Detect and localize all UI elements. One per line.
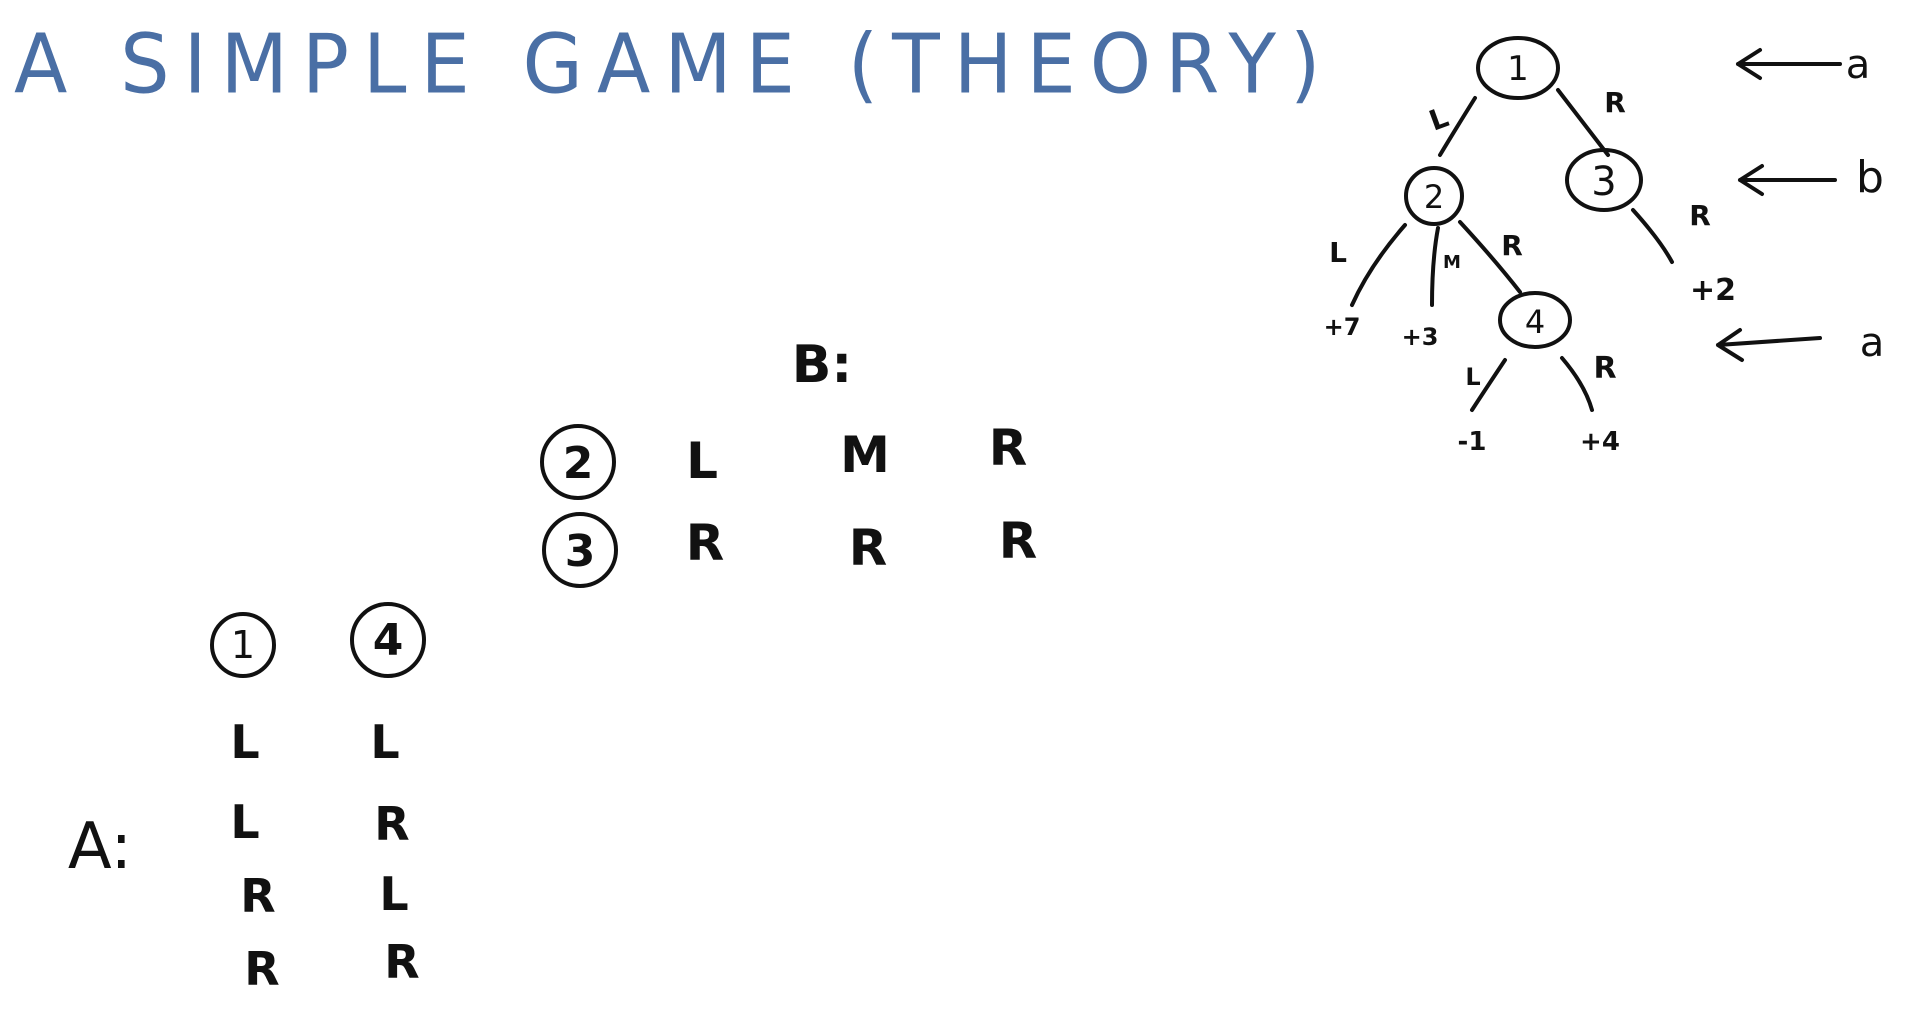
a-header-4: 4: [373, 615, 404, 666]
b-strategies-label: B:: [792, 335, 852, 395]
edge-n3-leaf2: [1631, 208, 1674, 264]
a-row-3-col-2: L: [379, 867, 408, 921]
player-level-1: a: [1846, 42, 1871, 88]
b-row-node-3-circle: [542, 512, 618, 588]
edge-label-n2-left: L: [1329, 236, 1347, 269]
edge-n2-leaf7: [1350, 223, 1407, 307]
b-row-node-2: 2: [563, 438, 594, 489]
leaf-n4-left: -1: [1458, 427, 1487, 457]
edge-label-n3-right: R: [1689, 199, 1711, 232]
b-move-3-3: R: [999, 512, 1038, 570]
player-level-2: b: [1856, 152, 1884, 203]
tree-node-4-circle: [1498, 291, 1572, 349]
a-row-4-col-1: R: [244, 942, 279, 996]
a-row-3-col-1: R: [240, 869, 275, 923]
tree-node-3-circle: [1565, 148, 1643, 212]
edge-n2-n4: [1458, 220, 1522, 294]
edge-label-n4-left: L: [1465, 363, 1480, 391]
edge-label-n4-right: R: [1593, 351, 1616, 386]
arrow-level-3: [1716, 328, 1822, 362]
a-row-2-col-1: L: [230, 795, 259, 849]
a-header-1: 1: [231, 623, 255, 667]
a-strategies-label: A:: [68, 810, 132, 884]
page-title: A SIMPLE GAME (THEORY): [14, 18, 1335, 113]
b-move-2-1: L: [686, 432, 718, 490]
b-move-2-2: M: [840, 426, 890, 484]
a-header-1-circle: [210, 612, 276, 678]
edge-label-n1-right: R: [1604, 86, 1626, 119]
a-row-1-col-2: L: [370, 715, 399, 769]
b-row-node-2-circle: [540, 424, 616, 500]
leaf-n2-mid: +3: [1402, 323, 1439, 351]
a-row-4-col-2: R: [384, 935, 419, 989]
edge-n2-leaf3: [1430, 226, 1440, 307]
edge-label-n2-mid: M: [1443, 252, 1461, 273]
b-move-3-2: R: [849, 519, 888, 577]
a-header-4-circle: [350, 602, 426, 678]
a-row-1-col-1: L: [230, 715, 259, 769]
b-row-node-3: 3: [565, 526, 596, 577]
edge-n1-n3: [1556, 88, 1610, 157]
edge-n4-leaf4: [1560, 356, 1594, 412]
player-level-3: a: [1860, 320, 1885, 366]
tree-node-4-label: 4: [1525, 303, 1545, 341]
leaf-n3-right: +2: [1690, 273, 1736, 308]
edge-n1-n2: [1438, 96, 1477, 157]
tree-node-1-circle: [1476, 36, 1560, 100]
tree-node-2-label: 2: [1424, 178, 1444, 216]
tree-node-1-label: 1: [1507, 49, 1529, 89]
edge-n4-leafm1: [1470, 358, 1507, 412]
b-move-2-3: R: [989, 419, 1028, 477]
a-row-2-col-2: R: [374, 797, 409, 851]
arrow-level-1: [1736, 48, 1842, 80]
tree-node-3-label: 3: [1591, 159, 1616, 205]
leaf-n2-left: +7: [1324, 313, 1361, 341]
edge-label-n2-right: R: [1501, 229, 1523, 262]
tree-node-2-circle: [1404, 166, 1464, 226]
arrow-level-2: [1738, 164, 1837, 196]
leaf-n4-right: +4: [1580, 427, 1620, 457]
edge-label-n1-left: L: [1425, 100, 1453, 137]
b-move-3-1: R: [686, 514, 725, 572]
